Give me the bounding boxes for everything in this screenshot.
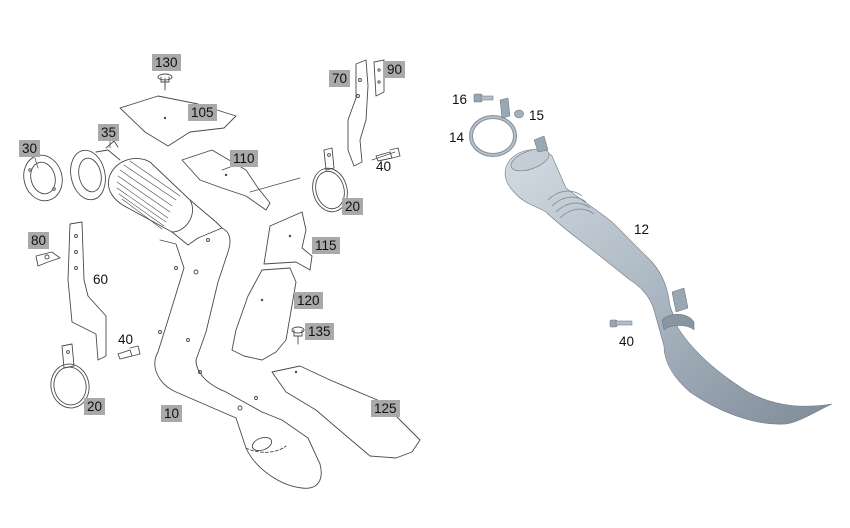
callout-115: 115 — [312, 237, 340, 254]
callout-35: 35 — [98, 124, 120, 141]
bracket-60 — [67, 221, 107, 361]
callout-120: 120 — [294, 292, 323, 309]
bolt-40-top — [375, 147, 401, 162]
clamp-14 — [469, 97, 517, 157]
bracket-90 — [373, 59, 385, 97]
callout-90: 90 — [384, 61, 406, 78]
pipe-12 — [504, 135, 833, 425]
callout-40-top: 40 — [376, 159, 392, 174]
callout-70: 70 — [329, 70, 351, 87]
flange-35 — [70, 140, 121, 201]
callout-130: 130 — [152, 54, 181, 71]
bolt-40-right — [609, 319, 633, 328]
callout-60: 60 — [93, 272, 109, 287]
callout-40-right: 40 — [619, 334, 635, 349]
callout-110: 110 — [230, 150, 258, 167]
pipe-10 — [108, 158, 322, 489]
shield-115 — [263, 211, 313, 271]
callout-14: 14 — [449, 130, 465, 145]
callout-30: 30 — [19, 140, 41, 157]
bracket-70 — [347, 59, 369, 167]
clamp-20-top — [312, 147, 348, 213]
shield-120 — [231, 267, 297, 361]
shield-110 — [181, 149, 271, 211]
callout-15: 15 — [529, 108, 545, 123]
callout-20-left: 20 — [84, 398, 106, 415]
callout-20-top: 20 — [342, 198, 364, 215]
nut-15 — [514, 109, 524, 119]
callout-125: 125 — [371, 400, 400, 417]
clamp-20-left — [50, 343, 90, 409]
screw-130 — [157, 73, 173, 91]
callout-105: 105 — [188, 104, 217, 121]
callout-12: 12 — [634, 222, 650, 237]
screw-135 — [291, 326, 305, 345]
shield-125 — [271, 365, 421, 459]
callout-16: 16 — [452, 92, 468, 107]
callout-80: 80 — [28, 232, 50, 249]
bolt-16 — [473, 93, 494, 103]
heat-shield-105 — [119, 95, 237, 147]
callout-40-left: 40 — [118, 332, 134, 347]
bolt-40-left — [117, 345, 141, 360]
callout-135: 135 — [305, 323, 334, 340]
bracket-80 — [35, 251, 61, 267]
callout-10: 10 — [161, 405, 183, 422]
